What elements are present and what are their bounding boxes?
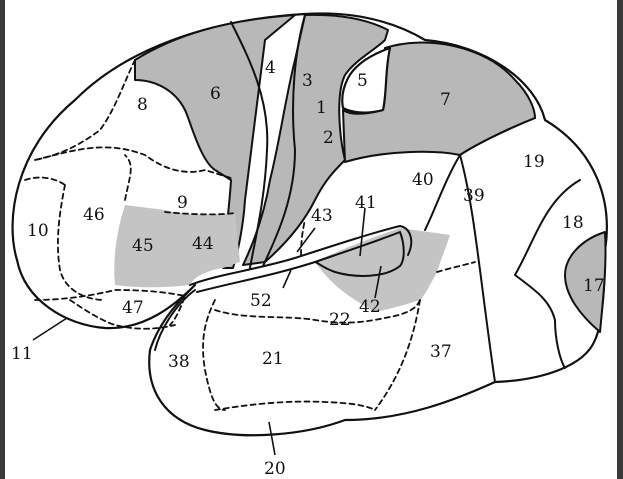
label-area-17: 17 xyxy=(583,276,605,296)
label-area-52: 52 xyxy=(250,291,272,311)
label-area-41: 41 xyxy=(355,193,377,213)
label-area-2: 2 xyxy=(323,128,334,148)
label-area-38: 38 xyxy=(168,352,190,372)
label-area-7: 7 xyxy=(440,90,451,110)
label-area-46: 46 xyxy=(83,205,105,225)
label-area-1: 1 xyxy=(316,98,327,118)
brain-diagram: 4 3 5 6 8 1 7 2 19 40 39 9 41 46 43 18 1… xyxy=(5,0,617,479)
label-area-20: 20 xyxy=(264,459,286,479)
label-area-22: 22 xyxy=(329,310,351,330)
label-area-19: 19 xyxy=(523,152,545,172)
label-area-45: 45 xyxy=(132,236,154,256)
label-area-3: 3 xyxy=(302,71,313,91)
label-area-8: 8 xyxy=(137,95,148,115)
label-area-37: 37 xyxy=(430,342,452,362)
label-area-6: 6 xyxy=(210,84,221,104)
label-area-18: 18 xyxy=(562,213,584,233)
label-area-40: 40 xyxy=(412,170,434,190)
label-area-10: 10 xyxy=(27,221,49,241)
brain-lateral-surface-svg: 4 3 5 6 8 1 7 2 19 40 39 9 41 46 43 18 1… xyxy=(5,0,617,479)
label-area-4: 4 xyxy=(265,58,276,78)
label-area-11: 11 xyxy=(11,344,33,364)
label-area-47: 47 xyxy=(122,298,144,318)
label-area-44: 44 xyxy=(192,234,214,254)
label-area-5: 5 xyxy=(357,71,368,91)
leader-11 xyxy=(33,318,67,340)
label-area-39: 39 xyxy=(463,186,485,206)
label-area-9: 9 xyxy=(177,193,188,213)
label-area-42: 42 xyxy=(359,297,381,317)
label-area-21: 21 xyxy=(262,349,284,369)
label-area-43: 43 xyxy=(311,206,333,226)
